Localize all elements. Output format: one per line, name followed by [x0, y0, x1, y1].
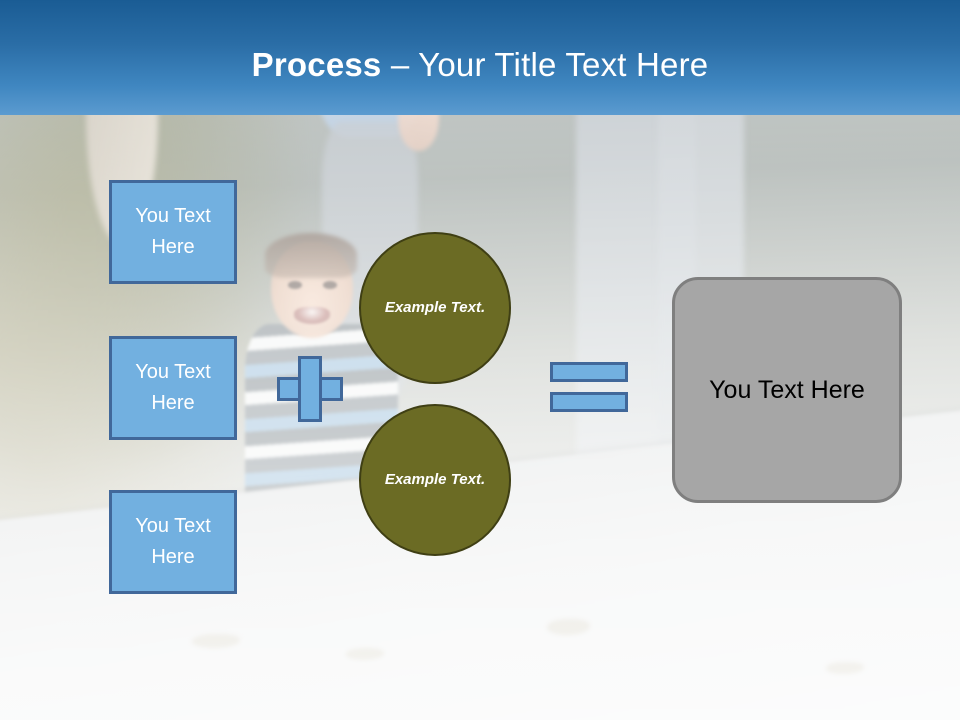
plus-icon-center [301, 380, 319, 398]
input-box-1-label: You Text Here [135, 205, 211, 258]
page-title: Process – Your Title Text Here [0, 0, 960, 84]
equals-icon-bottom-bar [550, 392, 628, 412]
input-box-2-label: You Text Here [135, 361, 211, 414]
example-circle-1-label: Example Text. [384, 298, 486, 316]
page-title-rest: – Your Title Text Here [381, 46, 709, 83]
example-circle-2[interactable]: Example Text. [359, 404, 511, 556]
example-circle-2-label: Example Text. [384, 470, 486, 488]
example-circle-1[interactable]: Example Text. [359, 232, 511, 384]
input-box-3[interactable]: You Text Here [109, 490, 237, 594]
input-box-3-label: You Text Here [135, 515, 211, 568]
result-box[interactable]: You Text Here [672, 277, 902, 503]
equals-icon [550, 362, 628, 412]
plus-icon [277, 356, 343, 422]
input-box-2[interactable]: You Text Here [109, 336, 237, 440]
equals-icon-top-bar [550, 362, 628, 382]
input-box-1[interactable]: You Text Here [109, 180, 237, 284]
title-bar [0, 0, 960, 115]
result-box-label: You Text Here [709, 375, 865, 404]
page-title-strong: Process [251, 46, 382, 83]
